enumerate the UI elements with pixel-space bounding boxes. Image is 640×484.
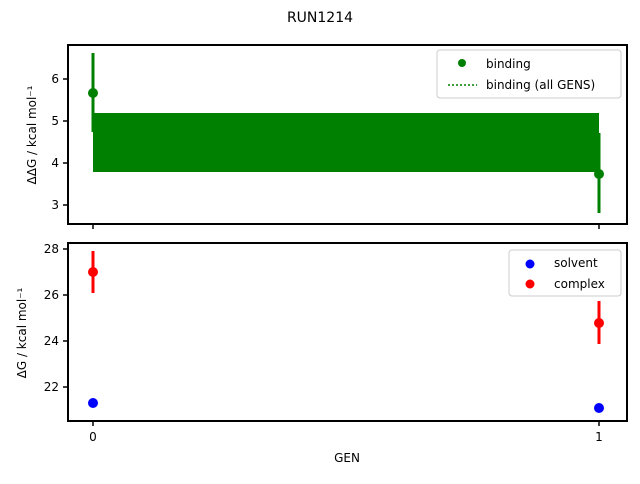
x-axis-label: GEN [334,451,360,465]
legend-complex-marker [525,279,535,289]
legend-complex-label: complex [554,277,605,291]
top-ytick-4: 4 [51,156,59,170]
figure-title: RUN1214 [287,10,353,26]
legend-solvent-label: solvent [554,256,598,270]
complex-point-gen1 [594,318,604,328]
xtick-0: 0 [89,430,97,444]
binding-point-gen1 [594,169,604,179]
top-ytick-6: 6 [51,72,59,86]
bottom-ytick-24: 24 [44,334,59,348]
legend-binding-marker [458,59,466,67]
binding-all-gens-band [93,113,599,172]
legend-all-gens-label: binding (all GENS) [486,78,595,92]
xtick-1: 1 [595,430,603,444]
legend-solvent-marker [525,259,535,269]
bottom-ylabel: ΔG / kcal mol⁻¹ [15,287,29,378]
bottom-axes: 22 24 26 28 0 1 GEN ΔG / kcal mol⁻¹ solv… [15,242,628,465]
top-axes: 3 4 5 6 ΔΔG / kcal mol⁻¹ binding binding… [25,44,628,229]
top-legend: binding binding (all GENS) [436,49,622,99]
bottom-ytick-22: 22 [44,380,59,394]
legend-binding-label: binding [486,57,531,71]
top-ytick-5: 5 [51,114,59,128]
bottom-ytick-26: 26 [44,288,59,302]
bottom-legend: solvent complex [508,249,622,297]
binding-point-gen0 [88,88,98,98]
solvent-point-gen0 [88,398,98,408]
top-axes-frame [67,44,628,225]
bottom-ytick-28: 28 [44,242,59,256]
top-ytick-3: 3 [51,198,59,212]
bottom-axes-frame [67,242,628,422]
complex-point-gen0 [88,267,98,277]
top-ylabel: ΔΔG / kcal mol⁻¹ [25,85,39,184]
solvent-point-gen1 [594,403,604,413]
